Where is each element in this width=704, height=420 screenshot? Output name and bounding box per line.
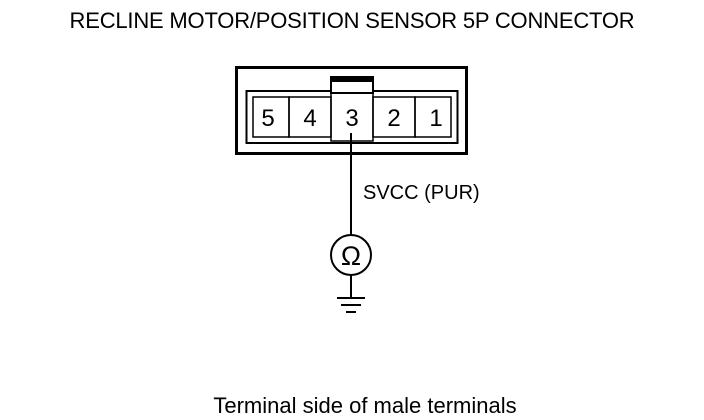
diagram-caption: Terminal side of male terminals — [213, 393, 517, 418]
pin-label-3: 3 — [345, 105, 358, 132]
pin-label-4: 4 — [303, 105, 316, 132]
connector-lock-bar — [331, 77, 373, 82]
wire-label: SVCC (PUR) — [363, 182, 480, 204]
ohm-symbol: Ω — [341, 241, 361, 271]
pin-label-5: 5 — [261, 105, 274, 132]
ground-icon — [337, 297, 365, 313]
pin-cell-1 — [414, 96, 452, 138]
diagram-title: RECLINE MOTOR/POSITION SENSOR 5P CONNECT… — [69, 8, 635, 33]
pin-label-2: 2 — [387, 105, 400, 132]
pin-label-1: 1 — [429, 105, 442, 132]
